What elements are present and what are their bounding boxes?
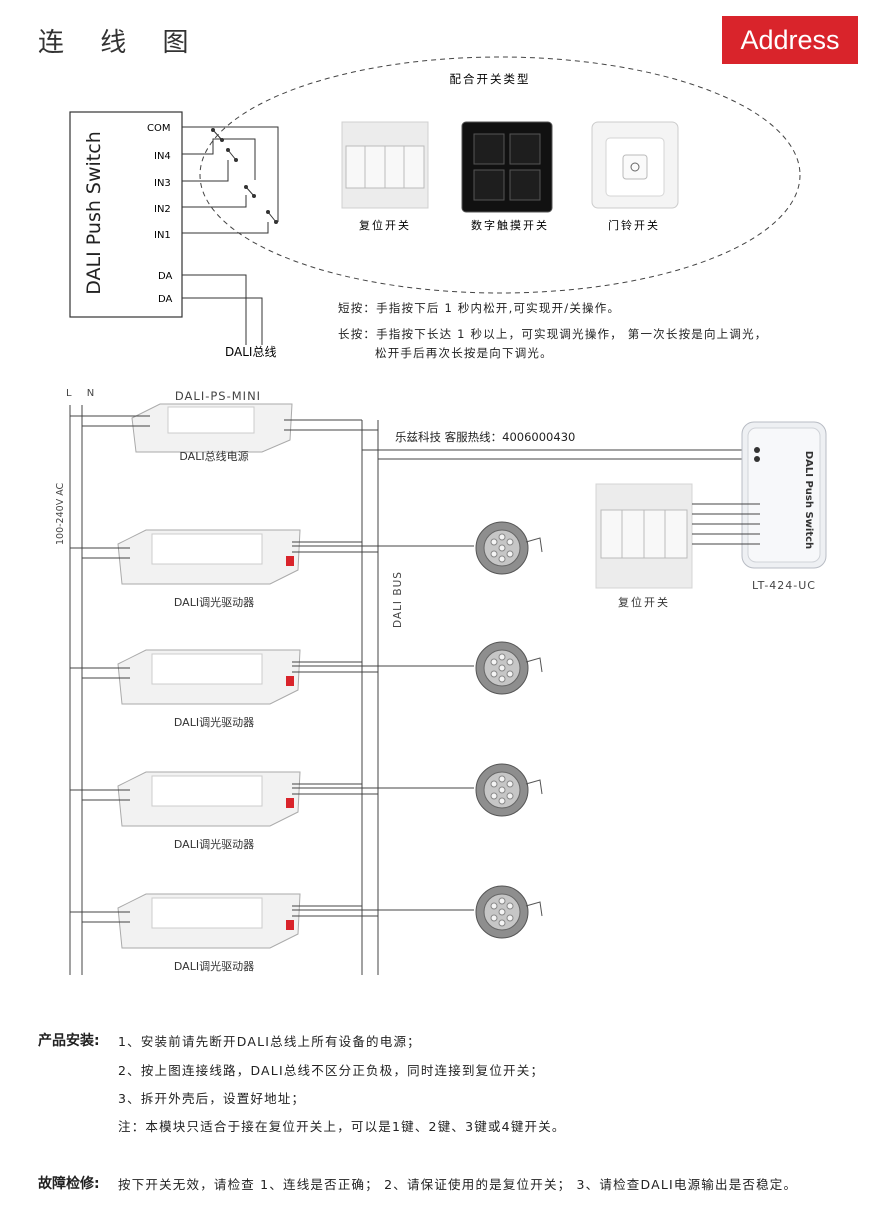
driver-rows: DALI调光驱动器 DALI调光驱动器 DALI调光驱动器 DALI调光驱动器: [70, 521, 543, 973]
dali-bus-label: DALI总线: [225, 345, 276, 359]
driver-row: DALI调光驱动器: [70, 641, 543, 729]
reset-switch-image: [341, 121, 429, 209]
wiring-diagram: DALI Push Switch COM IN4 IN3 IN2 IN1 DA …: [55, 56, 827, 975]
switch-type-doorbell: 门铃开关: [608, 218, 660, 232]
push-switch-module-image: [741, 421, 827, 569]
install-item-2: 2、按上图连接线路，DALI总线不区分正负极，同时连接到复位开关；: [118, 1063, 545, 1078]
driver-label: DALI调光驱动器: [174, 595, 254, 609]
downlight-image: [475, 521, 543, 575]
driver-label: DALI调光驱动器: [174, 959, 254, 973]
reset-switch-panel-image: [595, 483, 693, 589]
voltage-label: 100-240V AC: [55, 482, 66, 545]
install-item-1: 1、安装前请先断开DALI总线上所有设备的电源；: [118, 1034, 421, 1049]
doorbell-switch-image: [591, 121, 679, 209]
driver-label: DALI调光驱动器: [174, 715, 254, 729]
troubleshoot-heading: 故障检修:: [38, 1176, 100, 1192]
downlight-image: [475, 763, 543, 817]
terminal-da-2: DA: [158, 294, 173, 305]
terminal-da-1: DA: [158, 271, 173, 282]
downlight-image: [475, 885, 543, 939]
page-title: 连 线 图: [38, 28, 203, 58]
driver-row: DALI调光驱动器: [70, 885, 543, 973]
switch-types-ellipse: [199, 56, 801, 294]
switch-type-touch: 数字触摸开关: [471, 218, 549, 232]
device-label: DALI Push Switch: [83, 131, 105, 295]
driver-row: DALI调光驱动器: [70, 763, 543, 851]
terminal-in3: IN3: [154, 178, 171, 189]
module-brand: DALI Push Switch: [803, 451, 814, 549]
troubleshoot-text: 按下开关无效，请检查 1、连线是否正确； 2、请保证使用的是复位开关； 3、请检…: [118, 1177, 798, 1192]
psu-image: [131, 403, 293, 453]
dali-bus-vertical-label: DALI BUS: [392, 571, 404, 628]
install-heading: 产品安装:: [38, 1033, 100, 1049]
hotline: 乐兹科技 客服热线：4006000430: [395, 430, 575, 444]
driver-row: DALI调光驱动器: [70, 521, 543, 609]
short-press-note: 短按：手指按下后 1 秒内松开,可实现开/关操作。: [338, 301, 621, 315]
address-badge: Address: [722, 16, 858, 64]
downlight-image: [475, 641, 543, 695]
terminal-in4: IN4: [154, 151, 171, 162]
long-press-note-1: 长按：手指按下长达 1 秒以上，可实现调光操作， 第一次长按是向上调光，: [338, 327, 768, 341]
switch-types-title: 配合开关类型: [450, 72, 531, 86]
psu-model: DALI-PS-MINI: [175, 389, 261, 403]
switch-type-reset: 复位开关: [359, 218, 411, 232]
reset-switch-label: 复位开关: [618, 595, 670, 609]
terminal-in2: IN2: [154, 204, 171, 215]
install-item-3: 3、拆开外壳后，设置好地址；: [118, 1091, 306, 1106]
install-note: 注：本模块只适合于接在复位开关上，可以是1键、2键、3键或4键开关。: [118, 1119, 566, 1134]
terminal-com: COM: [147, 123, 170, 134]
psu-label: DALI总线电源: [179, 449, 248, 463]
push-switch-box: [69, 111, 183, 318]
mains-lines: [69, 405, 379, 975]
long-press-note-2: 松开手后再次长按是向下调光。: [375, 346, 553, 360]
module-label: LT-424-UC: [752, 579, 816, 592]
terminal-in1: IN1: [154, 230, 171, 241]
ln-label: L N: [66, 388, 100, 399]
driver-label: DALI调光驱动器: [174, 837, 254, 851]
terminal-wires: [182, 126, 279, 345]
touch-switch-image: [461, 121, 553, 213]
